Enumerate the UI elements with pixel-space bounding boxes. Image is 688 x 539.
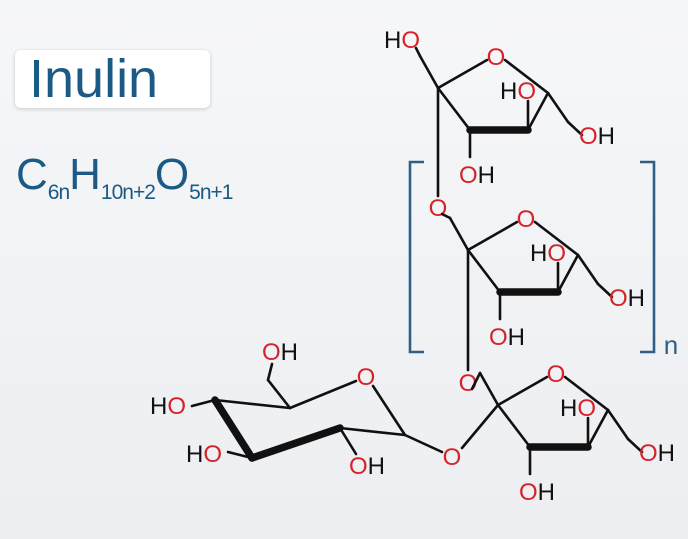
formula-carbon: C xyxy=(16,150,48,199)
bracket-left xyxy=(408,160,424,354)
hydroxyl-2-a: OH xyxy=(609,285,645,312)
hydroxyl-1-b: HO xyxy=(500,78,536,105)
hydroxyl-3-c: OH xyxy=(519,479,555,506)
ring-bond xyxy=(586,408,610,449)
ring-bond xyxy=(466,220,519,252)
glycosidic-bond xyxy=(470,371,482,391)
glycosidic-bond xyxy=(403,433,444,454)
repeat-count-label: n xyxy=(664,330,678,360)
ring-bond xyxy=(556,253,580,294)
bond xyxy=(338,426,358,456)
glucose-hydroxyl-ch2: OH xyxy=(262,339,298,366)
ring-oxygen-2: O xyxy=(517,206,536,233)
glycosidic-oxygen-1: O xyxy=(429,195,448,222)
hydroxyl-1-a: OH xyxy=(579,123,615,150)
ring-bond xyxy=(496,403,532,449)
ring-bond xyxy=(213,398,292,410)
bond xyxy=(190,398,217,408)
formula-hydrogen: H xyxy=(69,150,101,199)
compound-name: Inulin xyxy=(29,49,159,109)
bond xyxy=(266,362,274,382)
bond xyxy=(606,408,630,441)
glucose-hydroxyl-3: HO xyxy=(186,441,222,468)
bond xyxy=(596,282,614,299)
molecular-formula: C6nH10n+2O5n+1 xyxy=(16,150,233,205)
ring-bond xyxy=(533,220,580,257)
ring-bold-bond xyxy=(211,396,256,462)
ch2-bond xyxy=(418,54,440,90)
bond xyxy=(226,450,254,460)
ring-bond xyxy=(371,384,407,437)
hydroxyl-1-top: HO xyxy=(384,27,420,54)
ring-bond xyxy=(338,426,407,437)
bond xyxy=(576,253,600,286)
glycosidic-bond xyxy=(460,403,500,450)
ring-oxygen-1: O xyxy=(487,44,506,71)
hydroxyl-3-b: HO xyxy=(560,395,596,422)
formula-carbon-count: 6n xyxy=(47,181,70,204)
ring-bond xyxy=(436,58,489,90)
ring-bond xyxy=(563,375,610,412)
bond xyxy=(626,437,644,454)
ring-bond xyxy=(496,375,549,407)
ch2-bond xyxy=(478,371,500,407)
ring-oxygen-3: O xyxy=(547,361,566,388)
glycosidic-oxygen-3: O xyxy=(443,444,462,471)
formula-oxygen-count: 5n+1 xyxy=(189,181,233,204)
bond xyxy=(414,46,422,58)
formula-hydrogen-count: 10n+2 xyxy=(100,181,156,204)
ch2-bond xyxy=(448,216,470,252)
title-box: Inulin xyxy=(15,50,210,108)
ring-bond xyxy=(466,248,502,294)
hydroxyl-2-b: HO xyxy=(530,240,566,267)
bond xyxy=(546,91,570,124)
ring-bond xyxy=(526,91,550,132)
hydroxyl-1-c: OH xyxy=(459,162,495,189)
formula-oxygen: O xyxy=(154,150,190,199)
glucose-ring-oxygen: O xyxy=(357,364,376,391)
hydroxyl-3-a: OH xyxy=(639,440,675,467)
ring-bond xyxy=(288,379,358,410)
ring-bold-bond xyxy=(248,424,344,462)
ring-bond xyxy=(503,58,550,95)
glycosidic-oxygen-2: O xyxy=(459,370,478,397)
bracket-right xyxy=(640,160,656,354)
glucose-hydroxyl-2: OH xyxy=(349,453,385,480)
glycosidic-bond xyxy=(440,212,452,220)
bond xyxy=(266,378,292,410)
ring-bond xyxy=(436,86,472,132)
bond xyxy=(566,120,584,137)
glucose-hydroxyl-4: HO xyxy=(150,393,186,420)
hydroxyl-2-c: OH xyxy=(489,324,525,351)
